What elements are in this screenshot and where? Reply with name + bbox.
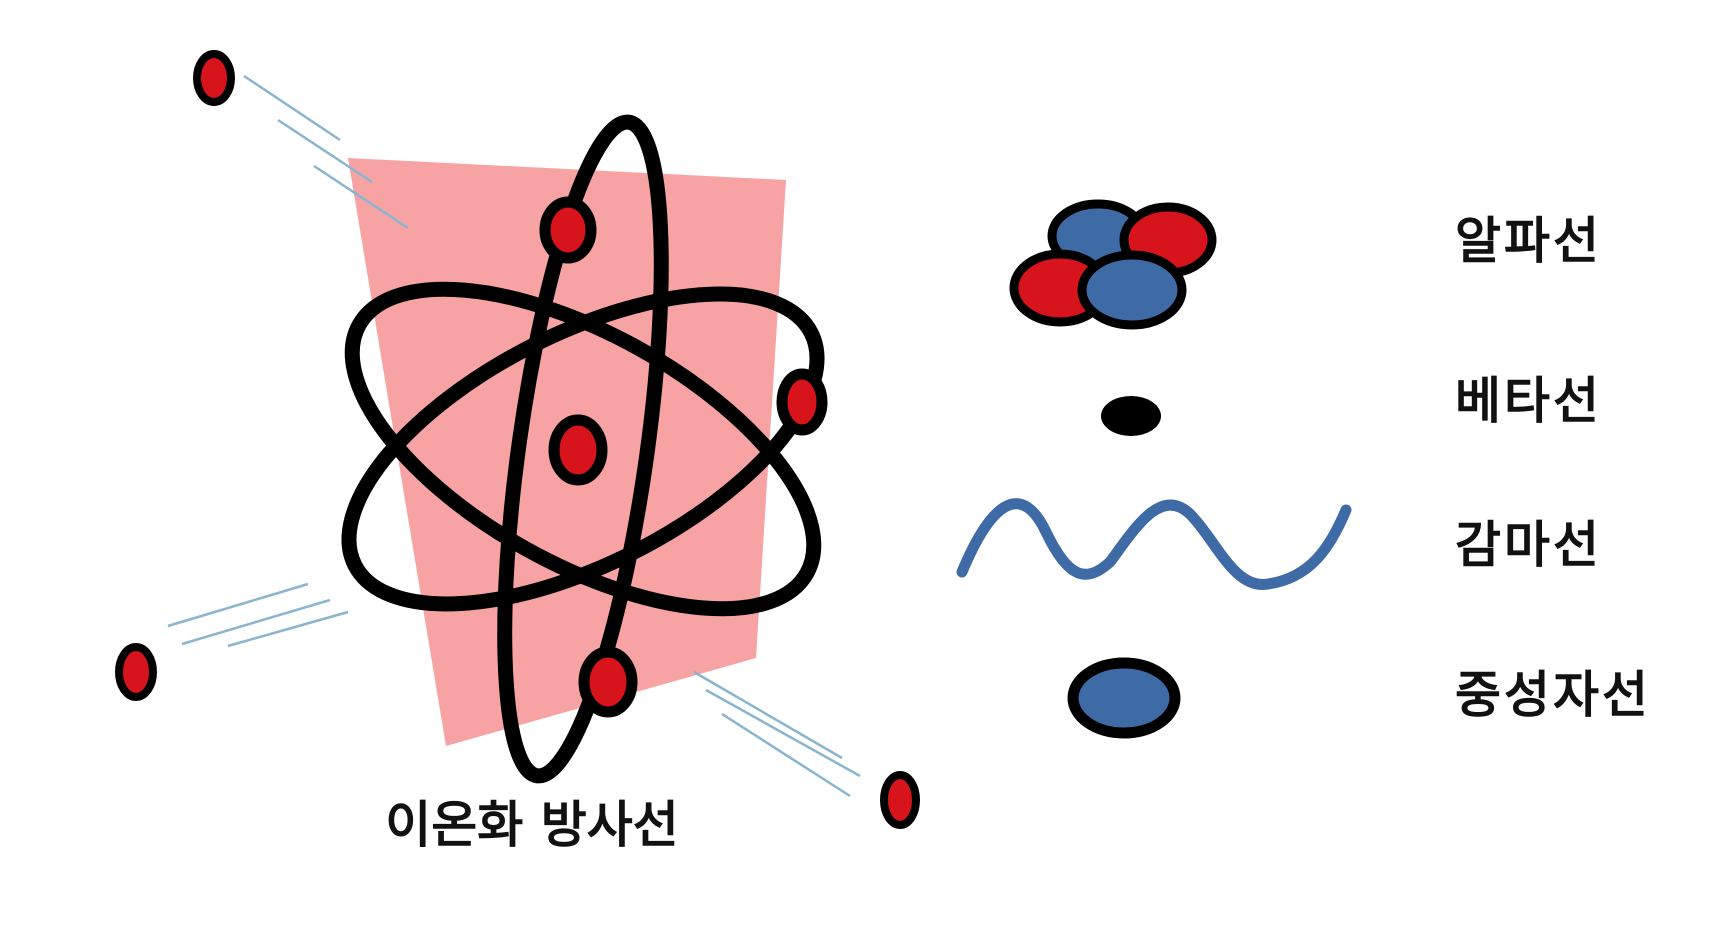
alpha-particle-icon bbox=[1009, 199, 1217, 330]
electron-bottom bbox=[578, 646, 638, 718]
electron-right bbox=[776, 368, 828, 436]
nucleus bbox=[548, 414, 608, 486]
particle-trails bbox=[167, 74, 861, 798]
electrons bbox=[539, 196, 828, 718]
electron-orbits bbox=[341, 114, 825, 784]
beta-particle-icon bbox=[1101, 396, 1161, 436]
diagram-caption: 이온화 방사선 bbox=[385, 796, 678, 854]
legend-label-alpha: 알파선 bbox=[1455, 212, 1602, 270]
ejected-particle-bottom-right bbox=[880, 771, 920, 829]
legend-label-beta: 베타선 bbox=[1455, 372, 1602, 430]
gamma-wave-icon bbox=[956, 498, 1352, 590]
orbit-1 bbox=[344, 281, 822, 617]
ejected-particles bbox=[115, 50, 920, 829]
atom-illustration: 이온화 방사선 bbox=[115, 50, 920, 854]
legend-label-gamma: 감마선 bbox=[1455, 516, 1602, 574]
legend-label-neutron: 중성자선 bbox=[1455, 666, 1651, 724]
ejected-particle-top-left bbox=[193, 50, 235, 106]
neutron-particle-icon bbox=[1067, 657, 1181, 739]
orbit-3 bbox=[497, 114, 669, 784]
radiation-legend: 알파선 베타선 감마선 중성자선 bbox=[956, 199, 1651, 739]
ejected-particle-bottom-left bbox=[115, 643, 157, 701]
electron-top bbox=[539, 196, 597, 264]
